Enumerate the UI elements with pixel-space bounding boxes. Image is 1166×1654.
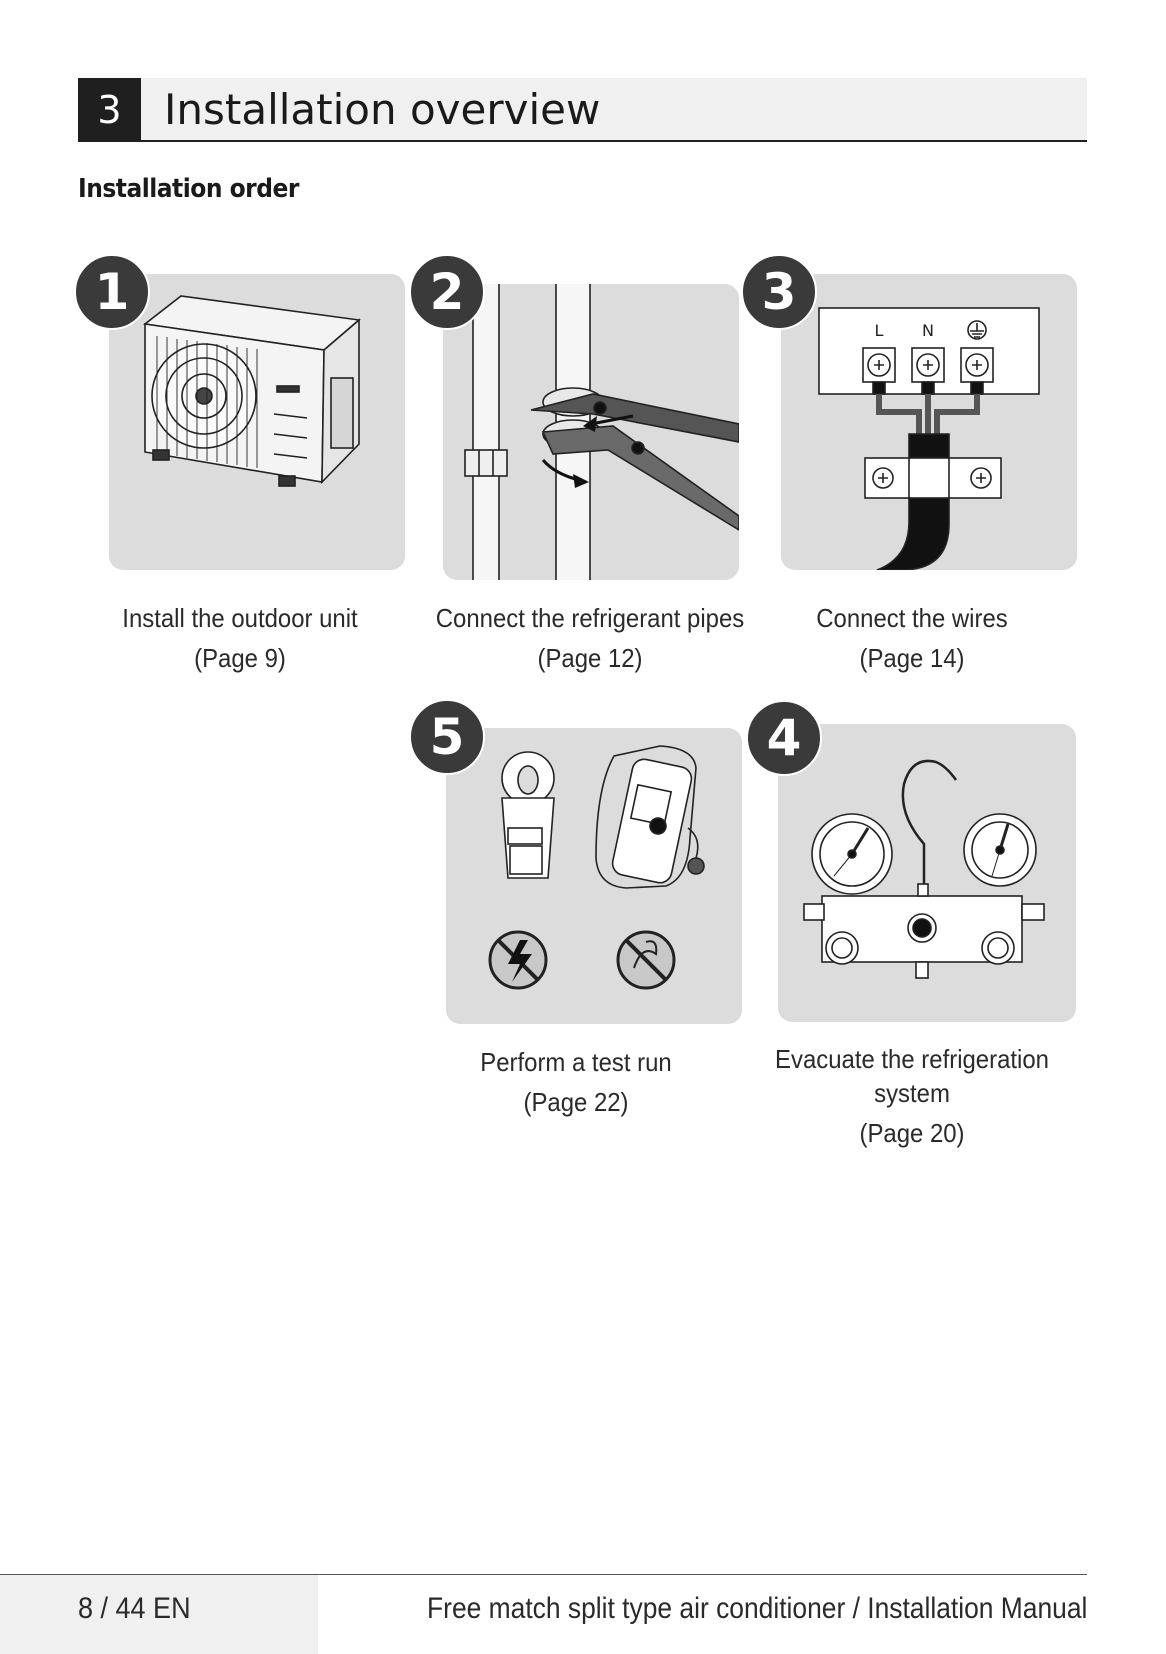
step-3-panel: L N <box>781 274 1077 570</box>
section-title: Installation overview <box>164 85 601 134</box>
step-5-badge: 5 <box>409 699 485 775</box>
step-2-badge: 2 <box>409 254 485 330</box>
section-header: 3 Installation overview <box>78 78 1087 142</box>
footer-page-number: 8 / 44 EN <box>78 1592 191 1625</box>
section-number: 3 <box>78 78 141 142</box>
step-2-caption: Connect the refrigerant pipes (Page 12) <box>434 598 747 678</box>
step-5-caption: Perform a test run (Page 22) <box>447 1042 705 1122</box>
step-5-page-ref: (Page 22) <box>523 1087 629 1117</box>
step-1-caption: Install the outdoor unit (Page 9) <box>111 598 369 678</box>
step-1-title: Install the outdoor unit <box>122 603 358 633</box>
step-3-title: Connect the wires <box>816 603 1008 633</box>
step-2-page-ref: (Page 12) <box>537 643 643 673</box>
step-3-caption: Connect the wires (Page 14) <box>783 598 1041 678</box>
step-1-badge: 1 <box>74 254 150 330</box>
test-meters-icon <box>488 745 705 990</box>
step-5-title: Perform a test run <box>480 1047 672 1077</box>
footer-page-box <box>0 1575 318 1654</box>
subheading: Installation order <box>78 174 299 204</box>
step-1-panel <box>109 274 405 570</box>
step-4-page-ref: (Page 20) <box>859 1118 965 1148</box>
step-2-panel <box>443 284 739 580</box>
step-4-panel <box>778 724 1076 1022</box>
step-3-badge: 3 <box>741 254 817 330</box>
section-divider <box>78 140 1087 142</box>
wrench-pipe-icon <box>464 284 739 580</box>
step-4-caption: Evacuate the refrigeration system (Page … <box>765 1042 1059 1150</box>
step-5-panel <box>446 728 742 1024</box>
terminal-label-l: L <box>875 321 884 340</box>
ground-icon <box>967 320 987 340</box>
terminal-block-icon: L N <box>818 307 1040 570</box>
step-4-title-line2: system <box>874 1078 950 1108</box>
step-3-page-ref: (Page 14) <box>859 643 965 673</box>
terminal-label-n: N <box>922 321 934 340</box>
outdoor-unit-icon <box>143 295 361 487</box>
footer-document-title: Free match split type air conditioner / … <box>426 1592 1087 1625</box>
step-2-title: Connect the refrigerant pipes <box>435 603 745 633</box>
step-4-badge: 4 <box>746 700 822 776</box>
footer-divider <box>0 1574 1087 1575</box>
step-4-title-line1: Evacuate the refrigeration <box>775 1044 1049 1074</box>
manifold-gauge-icon <box>803 759 1045 979</box>
step-1-page-ref: (Page 9) <box>194 643 286 673</box>
